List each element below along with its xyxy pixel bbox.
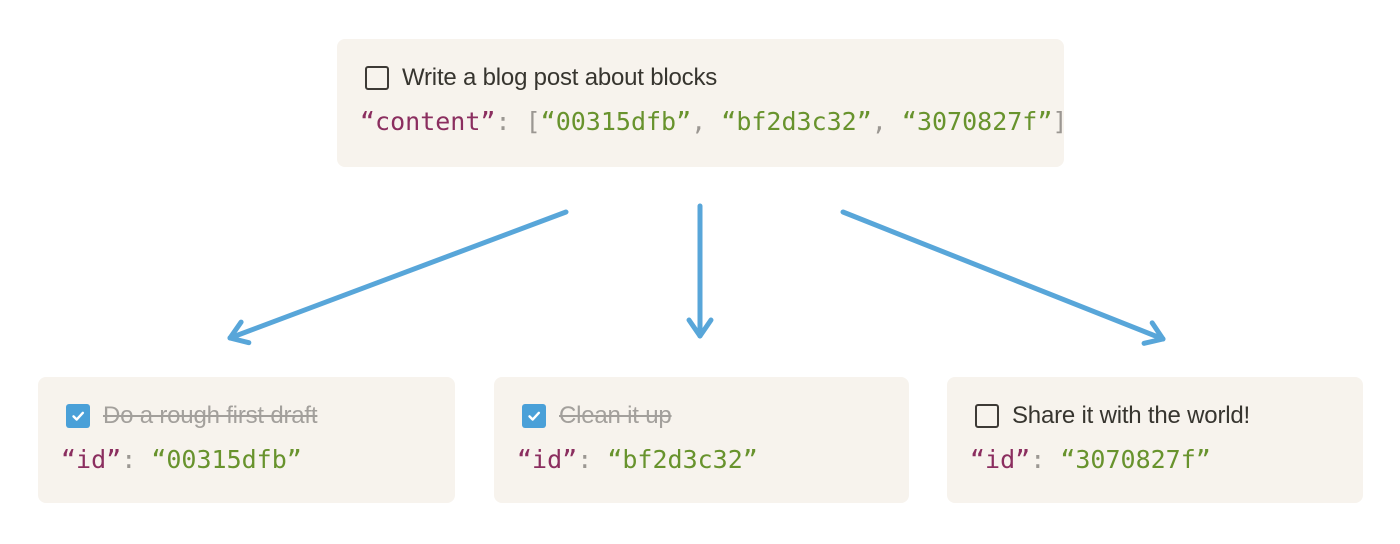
- child-block-card-1: Do a rough first draft “id”: “00315dfb”: [38, 377, 455, 503]
- checkbox-unchecked-icon[interactable]: [365, 66, 389, 90]
- check-icon: [72, 411, 85, 421]
- arrow-parent-to-child-1: [227, 209, 569, 346]
- parent-block-card: Write a blog post about blocks “content”…: [337, 39, 1067, 167]
- child-2-todo-label: Clean it up: [559, 402, 672, 429]
- code-id-value: “3070827f”: [1060, 445, 1211, 474]
- code-id-value: “bf2d3c32”: [607, 445, 758, 474]
- child-3-todo-row: Share it with the world!: [975, 401, 1335, 431]
- checkbox-checked-icon[interactable]: [522, 404, 546, 428]
- code-colon: :: [1030, 445, 1061, 474]
- checkbox-unchecked-icon[interactable]: [975, 404, 999, 428]
- code-colon: :: [495, 107, 526, 136]
- check-icon: [528, 411, 541, 421]
- code-id-value: “00315dfb”: [151, 445, 302, 474]
- code-comma: ,: [871, 107, 902, 136]
- child-3-todo-label: Share it with the world!: [1012, 402, 1250, 429]
- code-key: “id”: [61, 445, 122, 474]
- parent-todo-row: Write a blog post about blocks: [365, 63, 1036, 93]
- child-block-card-3: Share it with the world! “id”: “3070827f…: [947, 377, 1363, 503]
- code-close-bracket: ]: [1052, 107, 1068, 136]
- code-comma: ,: [691, 107, 722, 136]
- code-colon: :: [577, 445, 608, 474]
- child-1-todo-label: Do a rough first draft: [103, 402, 318, 429]
- arrow-parent-to-child-3: [840, 209, 1166, 346]
- child-1-todo-row: Do a rough first draft: [66, 401, 427, 431]
- checkbox-checked-icon[interactable]: [66, 404, 90, 428]
- parent-todo-label: Write a blog post about blocks: [402, 64, 718, 91]
- code-child-id-1: “00315dfb”: [540, 107, 692, 136]
- parent-code-line: “content”: [“00315dfb”, “bf2d3c32”, “307…: [360, 106, 1067, 138]
- child-2-todo-row: Clean it up: [522, 401, 881, 431]
- child-block-card-2: Clean it up “id”: “bf2d3c32”: [494, 377, 909, 503]
- code-key: “id”: [970, 445, 1031, 474]
- code-colon: :: [121, 445, 152, 474]
- code-child-id-2: “bf2d3c32”: [721, 107, 872, 136]
- code-key: “id”: [517, 445, 578, 474]
- code-open-bracket: [: [525, 107, 541, 136]
- code-child-id-3: “3070827f”: [901, 107, 1053, 136]
- code-key: “content”: [360, 107, 496, 136]
- child-3-code-line: “id”: “3070827f”: [970, 444, 1335, 476]
- child-2-code-line: “id”: “bf2d3c32”: [517, 444, 881, 476]
- child-1-code-line: “id”: “00315dfb”: [61, 444, 427, 476]
